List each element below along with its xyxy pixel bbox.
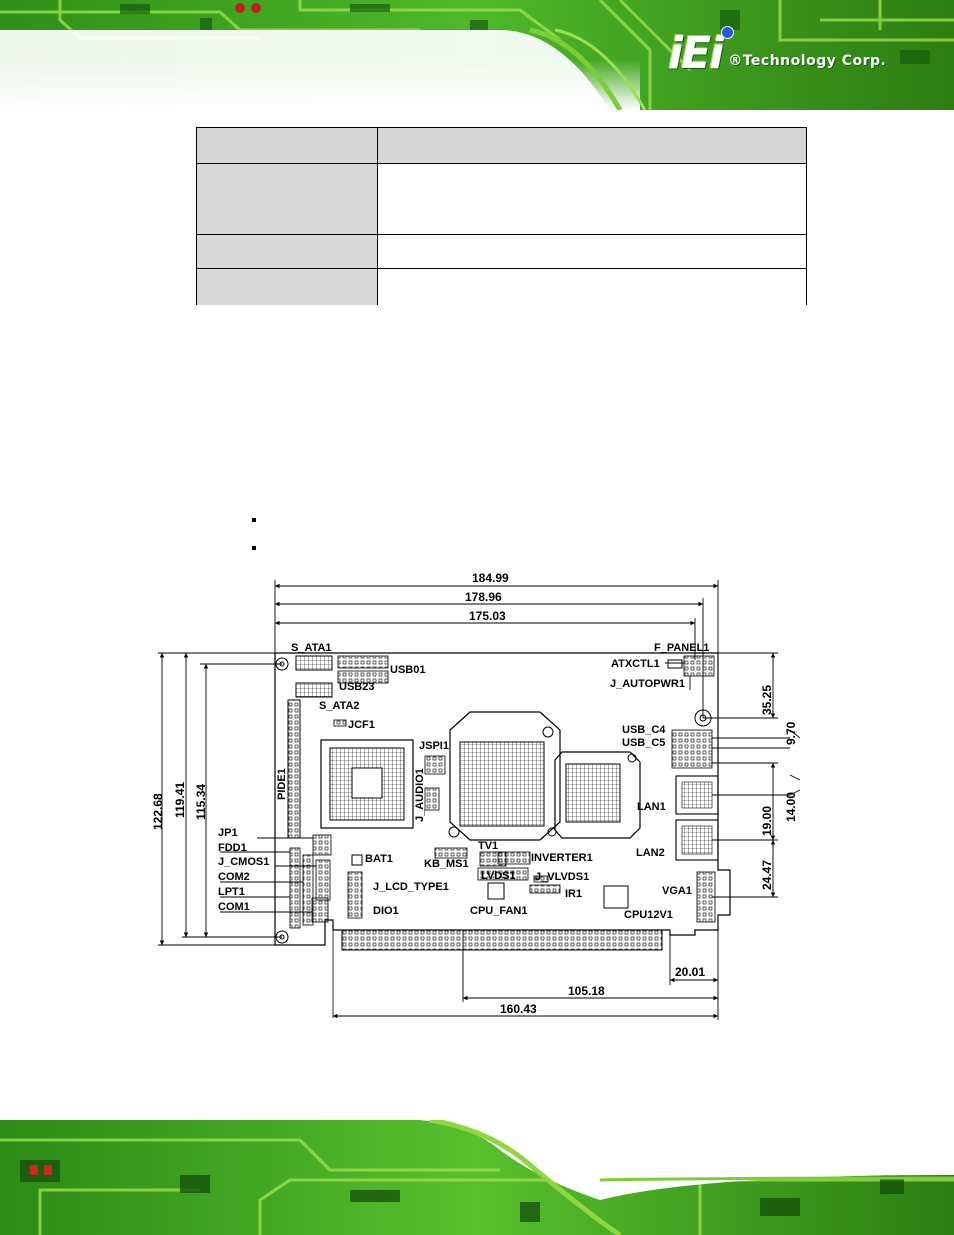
dim-right-3: 14.00	[784, 792, 798, 822]
dim-right-2: 9.70	[784, 721, 798, 745]
board-outline	[274, 652, 731, 946]
label-s-ata2: S_ATA2	[319, 700, 360, 712]
bullet-square-icon	[252, 518, 256, 522]
board-layout-svg: S_ATA1 USB01 USB23 S_ATA2 JCF1 JSPI1 PID…	[151, 571, 801, 1020]
label-usb01: USB01	[390, 664, 425, 676]
label-jspi1: JSPI1	[419, 740, 449, 752]
bullet-list	[252, 510, 256, 566]
label-usb-c4: USB_C4	[622, 724, 666, 736]
dim-height-2: 119.41	[173, 782, 187, 818]
label-lan2: LAN2	[636, 847, 665, 859]
table-cell	[196, 163, 378, 235]
dim-height-3: 115.34	[194, 784, 208, 820]
dim-right-4: 19.00	[760, 806, 774, 836]
spec-table	[196, 127, 807, 305]
label-inverter1: INVERTER1	[531, 852, 593, 864]
table-cell	[377, 163, 807, 235]
label-j-lcd-type1: J_LCD_TYPE1	[373, 881, 449, 893]
table-cell	[196, 268, 378, 305]
label-fdd1: FDD1	[218, 842, 247, 854]
label-j-audio1: J_AUDIO1	[414, 768, 426, 822]
pcb-header-graphic	[0, 0, 954, 110]
label-tv1: TV1	[478, 840, 498, 852]
table-cell	[377, 268, 807, 305]
table-cell	[377, 234, 807, 269]
pide1-connector	[287, 699, 301, 839]
label-pide1: PIDE1	[276, 768, 288, 800]
label-j-autopwr1: J_AUTOPWR1	[610, 678, 685, 690]
label-s-ata1: S_ATA1	[291, 642, 332, 654]
label-lan1: LAN1	[637, 801, 666, 813]
label-lvds1: LVDS1	[481, 870, 516, 882]
label-vga1: VGA1	[662, 885, 692, 897]
dim-width-3: 175.03	[469, 609, 506, 623]
label-bat1: BAT1	[365, 853, 393, 865]
label-kb-ms1: KB_MS1	[424, 858, 469, 870]
dim-right-1: 35.25	[760, 685, 774, 715]
table-header-row	[196, 127, 807, 164]
board-dimensions-diagram: S_ATA1 USB01 USB23 S_ATA2 JCF1 JSPI1 PID…	[150, 568, 830, 1028]
pcb-footer-graphic	[0, 1120, 954, 1235]
label-j-cmos1: J_CMOS1	[218, 856, 269, 868]
dim-height-total: 122.68	[151, 793, 165, 830]
footer-banner	[0, 1120, 954, 1235]
label-f-panel1: F_PANEL1	[654, 642, 709, 654]
label-jp1: JP1	[218, 827, 238, 839]
logo-company-name: ®Technology Corp.	[728, 52, 887, 69]
dim-bottom-2: 105.18	[568, 984, 605, 998]
table-cell	[196, 127, 378, 164]
label-jcf1: JCF1	[348, 719, 375, 731]
table-cell	[196, 234, 378, 269]
list-item	[252, 510, 256, 538]
label-usb-c5: USB_C5	[622, 737, 665, 749]
label-ir1: IR1	[565, 888, 582, 900]
logo-iei-mark: iEi	[668, 28, 724, 79]
dim-right-5: 24.47	[760, 860, 774, 890]
isa-edge-connector	[341, 929, 663, 951]
label-dio1: DIO1	[373, 905, 399, 917]
table-row	[196, 234, 807, 269]
label-com1: COM1	[218, 901, 250, 913]
table-row	[196, 163, 807, 235]
dim-bottom-3: 160.43	[500, 1002, 537, 1016]
table-cell	[377, 127, 807, 164]
label-usb23: USB23	[339, 681, 374, 693]
label-cpu12v1: CPU12V1	[624, 909, 673, 921]
label-cpu-fan1: CPU_FAN1	[470, 905, 527, 917]
label-atxctl1: ATXCTL1	[611, 658, 660, 670]
label-lpt1: LPT1	[218, 886, 245, 898]
label-com2: COM2	[218, 871, 250, 883]
logo-dot-icon	[721, 26, 734, 39]
header-banner: iEi ®Technology Corp.	[0, 0, 954, 110]
company-logo: iEi ®Technology Corp.	[668, 26, 887, 79]
dim-width-2: 178.96	[465, 590, 502, 604]
label-j-vlvds1: J_VLVDS1	[535, 871, 589, 883]
bullet-square-icon	[252, 546, 256, 550]
table-row	[196, 268, 807, 305]
list-item	[252, 538, 256, 566]
dim-width-total: 184.99	[472, 571, 509, 585]
dim-bottom-1: 20.01	[675, 965, 705, 979]
